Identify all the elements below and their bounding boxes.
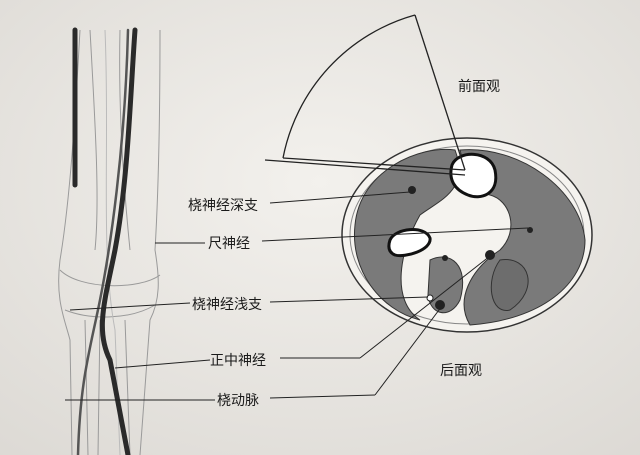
- label-posterior-view: 后面观: [440, 363, 482, 379]
- label-ulnar-nerve: 尺神经: [208, 236, 250, 252]
- label-radial-artery: 桡动脉: [217, 393, 259, 409]
- label-superficial-radial-nerve: 桡神经浅支: [192, 297, 262, 313]
- leader-lines: [65, 191, 529, 401]
- view-sector: [264, 14, 466, 176]
- vessels: [72, 27, 138, 455]
- label-anterior-view: 前面观: [458, 79, 500, 95]
- label-median-nerve: 正中神经: [210, 353, 266, 369]
- label-deep-radial-nerve: 桡神经深支: [188, 198, 258, 214]
- cross-section: [341, 137, 593, 333]
